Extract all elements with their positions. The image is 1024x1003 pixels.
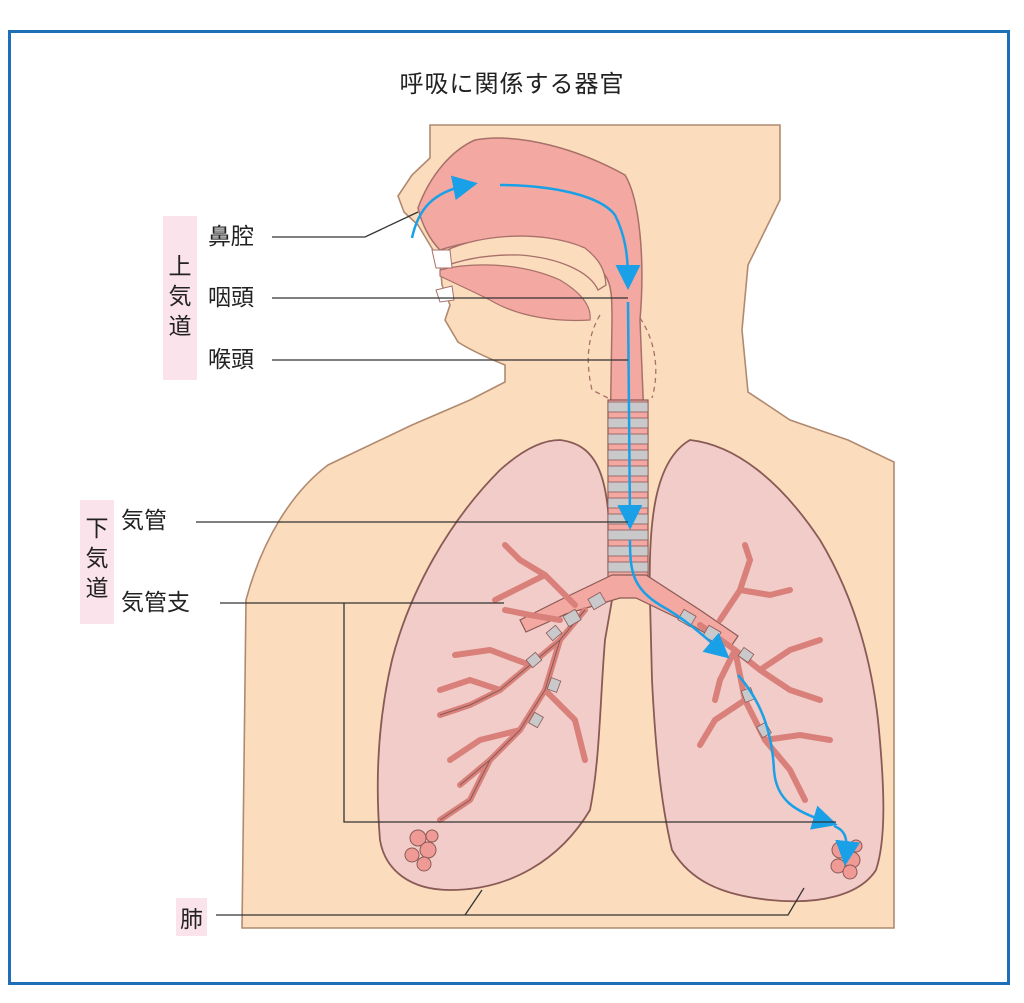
label-bronchi: 気管支 bbox=[121, 590, 190, 616]
lower-airway-group-label: 下 気 道 bbox=[80, 500, 114, 624]
lower-airway-char-2: 気 bbox=[85, 546, 109, 572]
airflow-arrows bbox=[410, 175, 861, 866]
diagram-title: 呼吸に関係する器官 bbox=[399, 70, 625, 98]
upper-airway-char-1: 上 bbox=[168, 254, 192, 280]
upper-airway-char-2: 気 bbox=[168, 284, 192, 310]
left-lung bbox=[648, 439, 885, 903]
figure-frame bbox=[8, 30, 1010, 985]
label-nasal-cavity: 鼻腔 bbox=[208, 224, 254, 250]
bronchial-tree-left-fine bbox=[439, 609, 586, 821]
lower-airway-char-3: 道 bbox=[85, 576, 109, 602]
upper-airway-group-label: 上 気 道 bbox=[163, 216, 197, 380]
main-bronchi bbox=[519, 574, 739, 649]
label-larynx: 喉頭 bbox=[208, 347, 254, 373]
lower-airway-char-1: 下 bbox=[85, 516, 109, 542]
larynx-outline bbox=[587, 314, 657, 401]
tongue bbox=[439, 264, 591, 322]
label-trachea: 気管 bbox=[121, 508, 167, 534]
bronchial-tree-right bbox=[697, 542, 833, 803]
upper-airway-char-3: 道 bbox=[168, 314, 192, 340]
palate bbox=[437, 235, 607, 291]
alveoli-left bbox=[404, 829, 439, 872]
label-pharynx: 咽頭 bbox=[208, 285, 254, 311]
right-lung bbox=[376, 439, 613, 891]
label-lung: 肺 bbox=[176, 898, 207, 936]
leader-lines bbox=[196, 211, 836, 916]
